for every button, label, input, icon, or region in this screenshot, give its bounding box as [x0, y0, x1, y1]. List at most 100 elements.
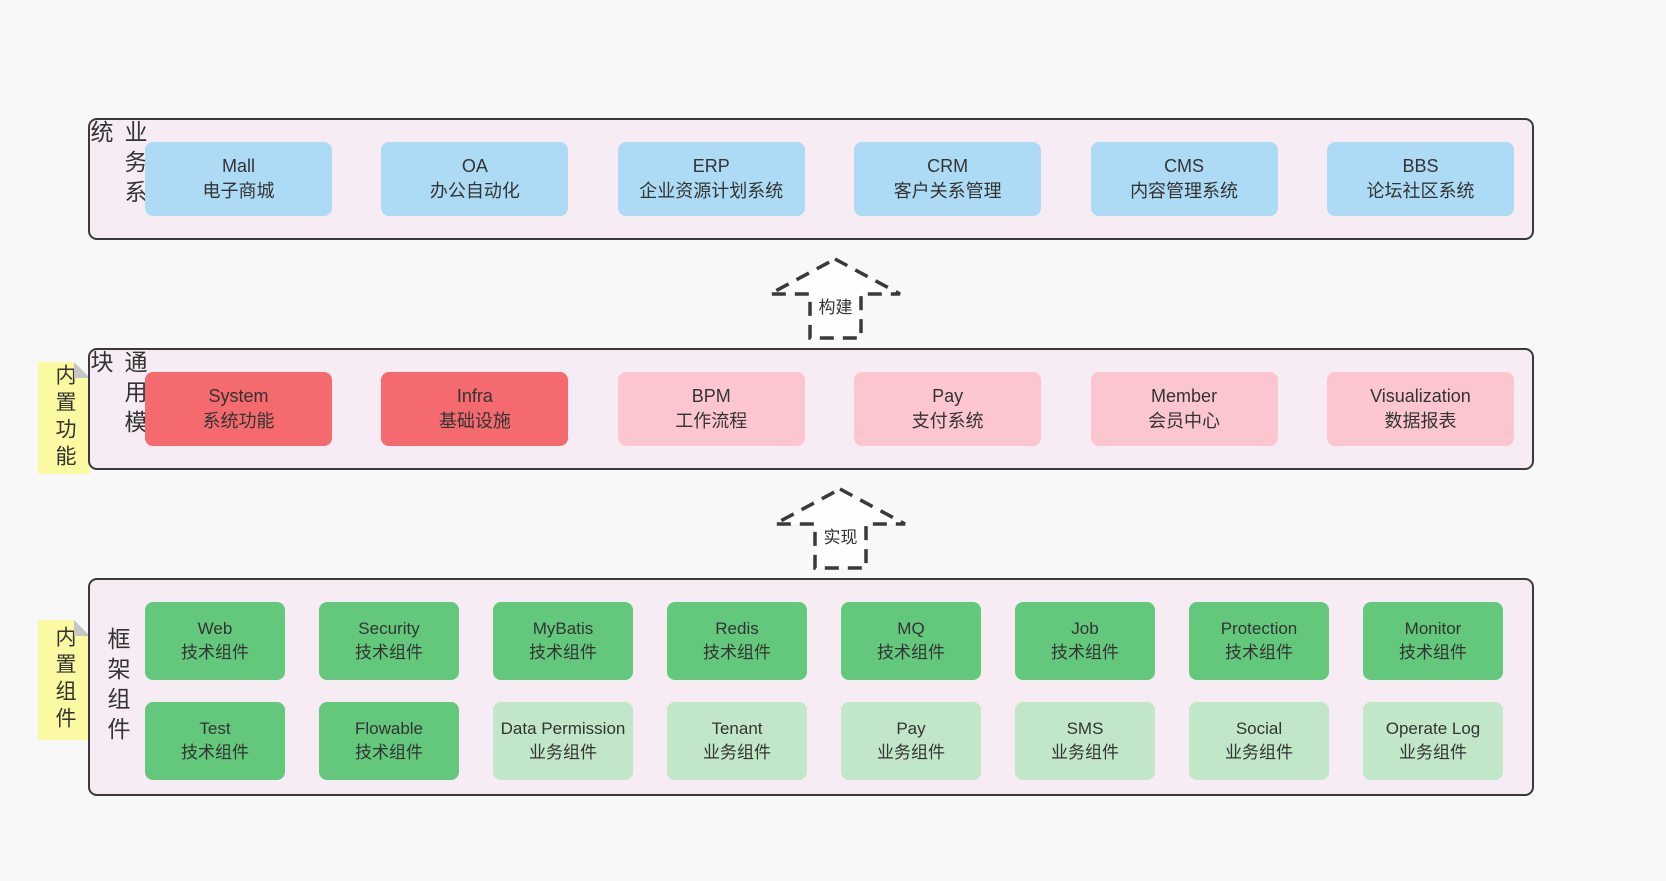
box-title: Infra — [456, 386, 493, 406]
box-bpm: BPM 工作流程 — [617, 372, 805, 446]
box-subtitle: 会员中心 — [1148, 411, 1221, 431]
box-tenant: Tenant 业务组件 — [667, 702, 807, 780]
box-title: ERP — [692, 156, 730, 176]
box-visualization: Visualization 数据报表 — [1326, 372, 1514, 446]
box-data-permission: Data Permission 业务组件 — [493, 702, 633, 780]
arrow-label: 构建 — [815, 293, 856, 318]
box-system: System 系统功能 — [145, 372, 332, 446]
box-title: BBS — [1402, 156, 1439, 176]
band-business-systems: 业务系统 Mall 电子商城 OA 办公自动化 ERP 企业资源计划系统 CRM… — [87, 118, 1534, 240]
box-subtitle: 办公自动化 — [429, 181, 520, 201]
box-subtitle: 技术组件 — [1399, 643, 1467, 662]
box-infra: Infra 基础设施 — [381, 372, 569, 446]
box-title: Protection — [1220, 619, 1298, 638]
box-title: SMS — [1066, 719, 1104, 738]
box-subtitle: 论坛社区系统 — [1366, 181, 1475, 201]
box-subtitle: 业务组件 — [1399, 743, 1467, 762]
box-subtitle: 数据报表 — [1384, 411, 1457, 431]
box-mq: MQ 技术组件 — [841, 602, 981, 680]
band-label: 通用模块 — [87, 350, 147, 440]
box-title: Test — [199, 719, 231, 738]
box-member: Member 会员中心 — [1090, 372, 1278, 446]
box-title: Job — [1071, 619, 1099, 638]
box-subtitle: 业务组件 — [703, 743, 771, 762]
box-subtitle: 业务组件 — [1051, 743, 1119, 762]
box-title: Redis — [715, 619, 759, 638]
sticky-note-built-in-features: 内置功能 — [38, 362, 90, 474]
box-bbs: BBS 论坛社区系统 — [1326, 142, 1514, 216]
box-title: BPM — [691, 386, 731, 406]
box-job: Job 技术组件 — [1015, 602, 1155, 680]
band-label: 框架组件 — [104, 627, 130, 747]
box-subtitle: 工作流程 — [675, 411, 748, 431]
box-title: System — [208, 386, 269, 406]
sticky-note-built-in-components: 内置组件 — [38, 620, 90, 740]
box-monitor: Monitor 技术组件 — [1363, 602, 1503, 680]
box-subtitle: 技术组件 — [181, 643, 249, 662]
box-redis: Redis 技术组件 — [667, 602, 807, 680]
framework-box-row-2: Test 技术组件 Flowable 技术组件 Data Permission … — [145, 702, 1503, 780]
box-subtitle: 技术组件 — [1051, 643, 1119, 662]
band-framework-components: 框架组件 Web 技术组件 Security 技术组件 MyBatis 技术组件… — [88, 578, 1534, 796]
box-subtitle: 基础设施 — [438, 411, 511, 431]
box-cms: CMS 内容管理系统 — [1090, 142, 1278, 216]
box-pay-module: Pay 支付系统 — [854, 372, 1042, 446]
box-erp: ERP 企业资源计划系统 — [617, 142, 805, 216]
box-title: Social — [1235, 719, 1283, 738]
sticky-note-label: 内置组件 — [53, 626, 76, 734]
box-title: CRM — [927, 156, 969, 176]
framework-box-row-1: Web 技术组件 Security 技术组件 MyBatis 技术组件 Redi… — [145, 602, 1503, 680]
box-social: Social 业务组件 — [1189, 702, 1329, 780]
box-title: Tenant — [711, 719, 763, 738]
box-subtitle: 客户关系管理 — [893, 181, 1002, 201]
box-mall: Mall 电子商城 — [145, 142, 332, 216]
box-sms: SMS 业务组件 — [1015, 702, 1155, 780]
band-label: 业务系统 — [87, 120, 147, 210]
box-crm: CRM 客户关系管理 — [854, 142, 1042, 216]
box-protection: Protection 技术组件 — [1189, 602, 1329, 680]
box-subtitle: 技术组件 — [355, 743, 423, 762]
arrow-build: 构建 — [767, 257, 904, 341]
box-subtitle: 业务组件 — [1225, 743, 1293, 762]
box-oa: OA 办公自动化 — [381, 142, 569, 216]
box-flowable: Flowable 技术组件 — [319, 702, 459, 780]
box-mybatis: MyBatis 技术组件 — [493, 602, 633, 680]
box-title: Data Permission — [500, 719, 626, 738]
box-title: Monitor — [1404, 619, 1462, 638]
box-title: OA — [461, 156, 488, 176]
box-security: Security 技术组件 — [319, 602, 459, 680]
modules-box-row: System 系统功能 Infra 基础设施 BPM 工作流程 Pay 支付系统… — [145, 350, 1514, 468]
sticky-note-label: 内置功能 — [53, 364, 76, 472]
box-title: Mall — [221, 156, 255, 176]
box-title: Pay — [896, 719, 926, 738]
box-subtitle: 技术组件 — [877, 643, 945, 662]
band-common-modules: 通用模块 System 系统功能 Infra 基础设施 BPM 工作流程 Pay… — [87, 348, 1534, 470]
box-subtitle: 技术组件 — [703, 643, 771, 662]
box-title: Operate Log — [1385, 719, 1481, 738]
box-subtitle: 技术组件 — [355, 643, 423, 662]
box-subtitle: 企业资源计划系统 — [639, 181, 784, 201]
box-title: MQ — [897, 619, 925, 638]
box-subtitle: 电子商城 — [202, 181, 275, 201]
arrow-implement: 实现 — [772, 487, 909, 571]
box-subtitle: 内容管理系统 — [1130, 181, 1239, 201]
box-title: Member — [1151, 386, 1218, 406]
box-title: MyBatis — [532, 619, 594, 638]
box-subtitle: 技术组件 — [1225, 643, 1293, 662]
box-subtitle: 业务组件 — [529, 743, 597, 762]
business-box-row: Mall 电子商城 OA 办公自动化 ERP 企业资源计划系统 CRM 客户关系… — [145, 120, 1514, 238]
box-test: Test 技术组件 — [145, 702, 285, 780]
box-title: Security — [358, 619, 420, 638]
box-operate-log: Operate Log 业务组件 — [1363, 702, 1503, 780]
box-pay-component: Pay 业务组件 — [841, 702, 981, 780]
box-subtitle: 系统功能 — [202, 411, 275, 431]
box-web: Web 技术组件 — [145, 602, 285, 680]
box-title: CMS — [1164, 156, 1205, 176]
arrow-label: 实现 — [820, 523, 861, 548]
box-subtitle: 技术组件 — [181, 743, 249, 762]
box-title: Visualization — [1370, 386, 1471, 406]
box-title: Web — [197, 619, 233, 638]
box-title: Flowable — [354, 719, 424, 738]
box-subtitle: 支付系统 — [911, 411, 984, 431]
